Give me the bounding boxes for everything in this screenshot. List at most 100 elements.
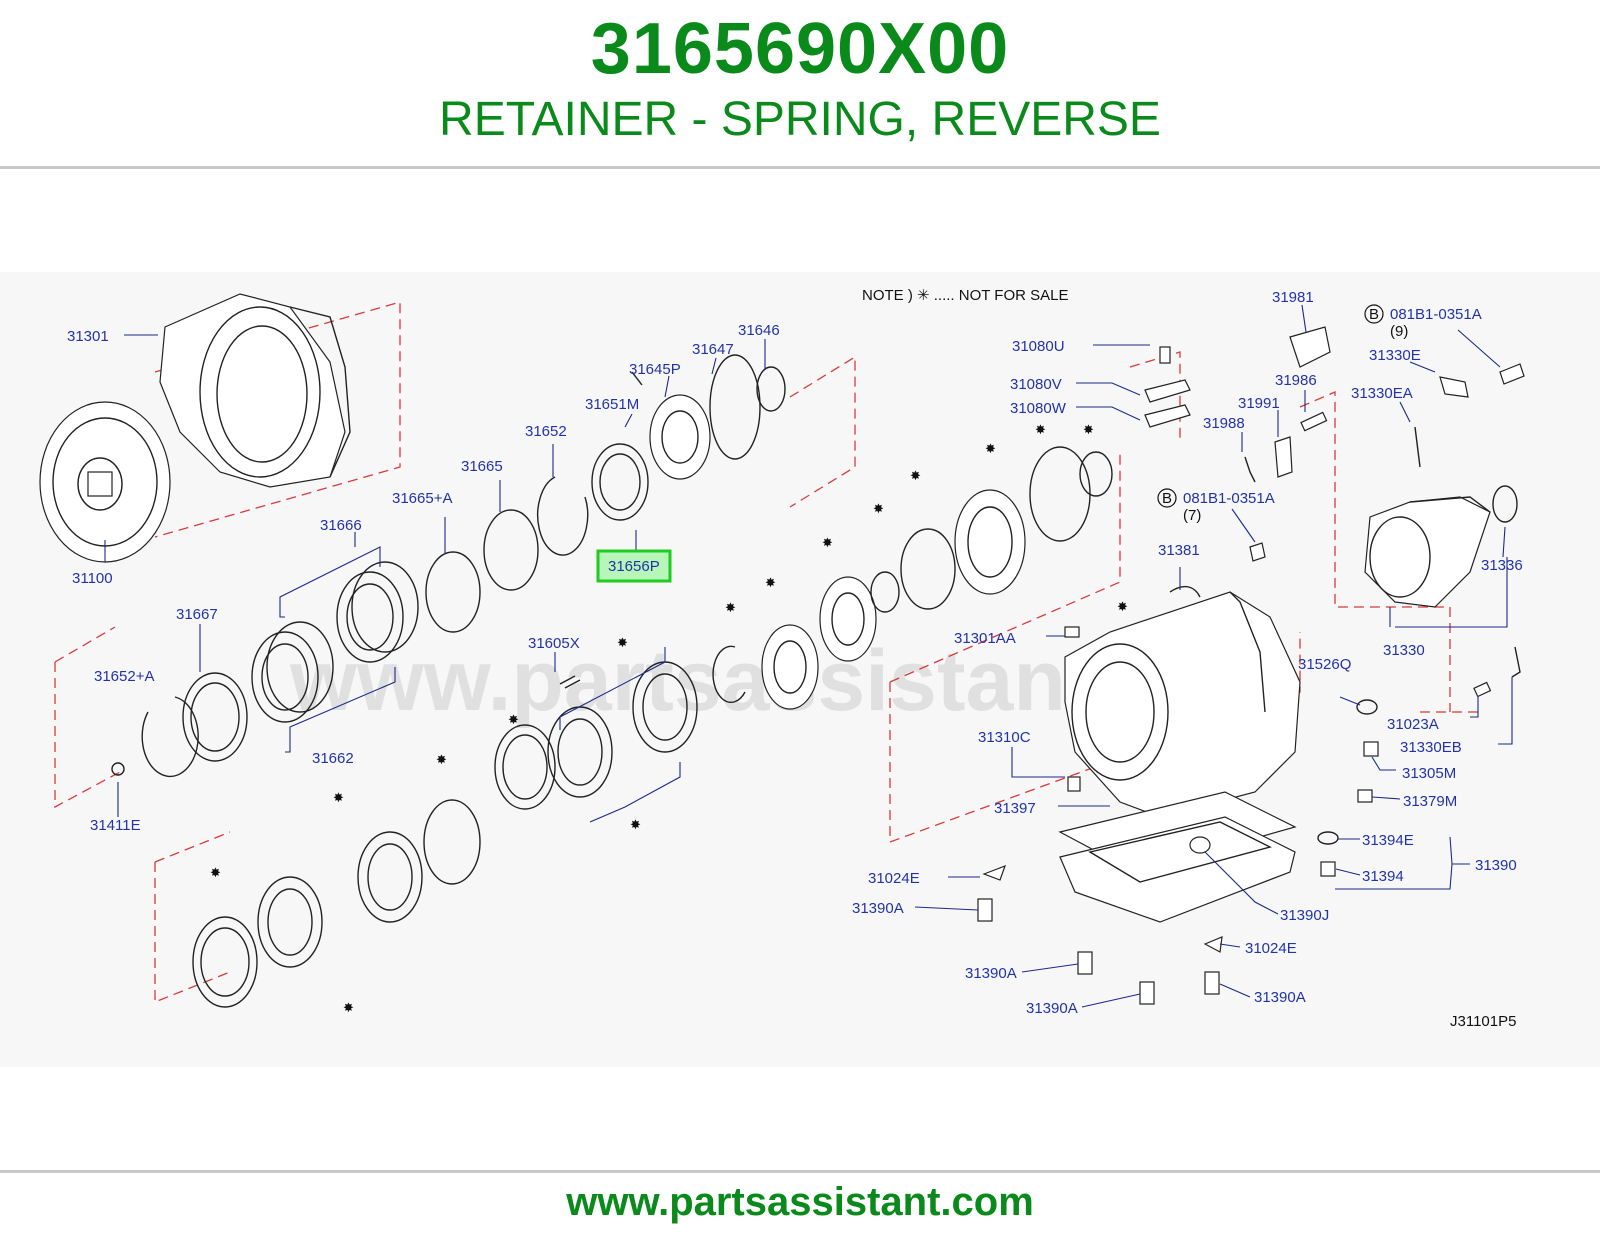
label-31647[interactable]: 31647: [692, 341, 734, 358]
label-31397[interactable]: 31397: [994, 800, 1036, 817]
nfs-marker: ✸: [508, 713, 519, 728]
label-qty-7: (7): [1183, 507, 1201, 524]
label-31330ea[interactable]: 31330EA: [1351, 385, 1413, 402]
label-081b1-a[interactable]: 081B1-0351A: [1390, 306, 1482, 323]
nfs-marker: ✸: [210, 866, 221, 881]
part-description: RETAINER - SPRING, REVERSE: [439, 93, 1161, 146]
label-31605x[interactable]: 31605X: [528, 635, 580, 652]
plug-31526q: [1356, 699, 1378, 715]
label-31667[interactable]: 31667: [176, 606, 218, 623]
label-31080v[interactable]: 31080V: [1010, 376, 1062, 393]
label-31662[interactable]: 31662: [312, 750, 354, 767]
label-31394[interactable]: 31394: [1362, 868, 1404, 885]
diagram-code: J31101P5: [1450, 1013, 1516, 1030]
bolt-31390a-4: [1204, 971, 1220, 995]
label-31330eb[interactable]: 31330EB: [1400, 739, 1462, 756]
label-31981[interactable]: 31981: [1272, 289, 1314, 306]
snap-ring-31652a: [141, 696, 199, 778]
label-31390j[interactable]: 31390J: [1280, 907, 1329, 924]
seal-31336: [1492, 485, 1518, 523]
leader-lines: [104, 304, 1513, 1008]
label-31310c[interactable]: 31310C: [978, 729, 1031, 746]
part-31988: [1244, 456, 1256, 483]
label-qty-9: (9): [1390, 323, 1408, 340]
guide-left-clutch: [54, 626, 121, 809]
tube-31381: [1169, 585, 1201, 598]
b-circle-1: [1364, 304, 1384, 324]
torque-converter-31100: [39, 401, 171, 563]
label-31665[interactable]: 31665: [461, 458, 503, 475]
nfs-marker: ✸: [725, 601, 736, 616]
rings-31665: [425, 476, 589, 633]
label-31330e[interactable]: 31330E: [1369, 347, 1421, 364]
clutch-pack-31666: [251, 561, 419, 723]
bracket-31330e: [1439, 376, 1469, 398]
magnet-31390j: [1189, 836, 1211, 854]
page-header: 3165690X00 RETAINER - SPRING, REVERSE: [0, 0, 1600, 168]
piston-31645p: [649, 394, 711, 480]
label-31024e-2[interactable]: 31024E: [1245, 940, 1297, 957]
label-31390[interactable]: 31390: [1475, 857, 1517, 874]
not-for-sale-markers: ✸ ✸ ✸ ✸ ✸ ✸ ✸ ✸ ✸ ✸ ✸ ✸ ✸ ✸ ✸ ✸: [210, 423, 1128, 1016]
label-31024e-1[interactable]: 31024E: [868, 870, 920, 887]
retainer-31656p: [591, 443, 649, 521]
label-31381[interactable]: 31381: [1158, 542, 1200, 559]
seal-center-2: [1029, 446, 1091, 542]
nfs-marker: ✸: [343, 1001, 354, 1016]
label-31645p[interactable]: 31645P: [629, 361, 681, 378]
label-31656p-highlighted[interactable]: 31656P: [608, 558, 660, 575]
snap-ring-31652: [537, 476, 589, 556]
label-31646[interactable]: 31646: [738, 322, 780, 339]
label-31652[interactable]: 31652: [525, 423, 567, 440]
label-31991[interactable]: 31991: [1238, 395, 1280, 412]
top-divider: [0, 166, 1600, 169]
label-31023a[interactable]: 31023A: [1387, 716, 1439, 733]
bolt-31301aa: [1064, 626, 1080, 638]
oil-pan: [1058, 791, 1297, 923]
clip-31024e-2: [1203, 936, 1223, 953]
label-31330[interactable]: 31330: [1383, 642, 1425, 659]
label-31390a-1[interactable]: 31390A: [852, 900, 904, 917]
spring-31651m: [631, 371, 643, 386]
gasket-31080w: [1144, 404, 1191, 428]
guide-rings: [789, 355, 856, 508]
gasket-31080v: [1144, 379, 1191, 403]
label-31652a[interactable]: 31652+A: [94, 668, 154, 685]
nfs-marker: ✸: [910, 469, 921, 484]
label-31390a-2[interactable]: 31390A: [965, 965, 1017, 982]
drum-center: [954, 489, 1026, 595]
nfs-marker: ✸: [822, 536, 833, 551]
label-31305m[interactable]: 31305M: [1402, 765, 1456, 782]
label-31080w[interactable]: 31080W: [1010, 400, 1067, 417]
footer-url[interactable]: www.partsassistant.com: [566, 1180, 1034, 1224]
label-31666[interactable]: 31666: [320, 517, 362, 534]
parts-diagram: www.partsassistant.com: [0, 272, 1600, 1067]
plug-31305m: [1363, 741, 1379, 757]
label-31390a-4[interactable]: 31390A: [1254, 989, 1306, 1006]
label-31100[interactable]: 31100: [72, 570, 113, 587]
label-31336[interactable]: 31336: [1481, 557, 1523, 574]
label-31651m[interactable]: 31651M: [585, 396, 639, 413]
part-labels: 31301 31100 31666 31665+A 31665 31652 31…: [67, 289, 1523, 1017]
label-31526q[interactable]: 31526Q: [1298, 656, 1351, 673]
clutch-pack-lower: [192, 799, 481, 1008]
key-31605x: [559, 675, 581, 689]
label-31394e[interactable]: 31394E: [1362, 832, 1414, 849]
label-31411e[interactable]: 31411E: [90, 817, 141, 834]
transmission-case: [1064, 591, 1301, 818]
label-31986[interactable]: 31986: [1275, 372, 1317, 389]
bolt-081b1-a: [1499, 363, 1525, 385]
label-31301aa[interactable]: 31301AA: [954, 630, 1016, 647]
plug-31394: [1320, 861, 1336, 877]
label-31080u[interactable]: 31080U: [1012, 338, 1065, 355]
label-31988[interactable]: 31988: [1203, 415, 1245, 432]
bolt-31390a-3: [1139, 981, 1155, 1005]
label-31665a[interactable]: 31665+A: [392, 490, 452, 507]
part-31986: [1300, 411, 1328, 432]
pin-31310c: [1067, 776, 1081, 792]
label-081b1-b[interactable]: 081B1-0351A: [1183, 490, 1275, 507]
label-31390a-3[interactable]: 31390A: [1026, 1000, 1078, 1017]
bracket-31330eb: [1511, 646, 1521, 678]
label-31301[interactable]: 31301: [67, 328, 109, 345]
label-31379m[interactable]: 31379M: [1403, 793, 1457, 810]
